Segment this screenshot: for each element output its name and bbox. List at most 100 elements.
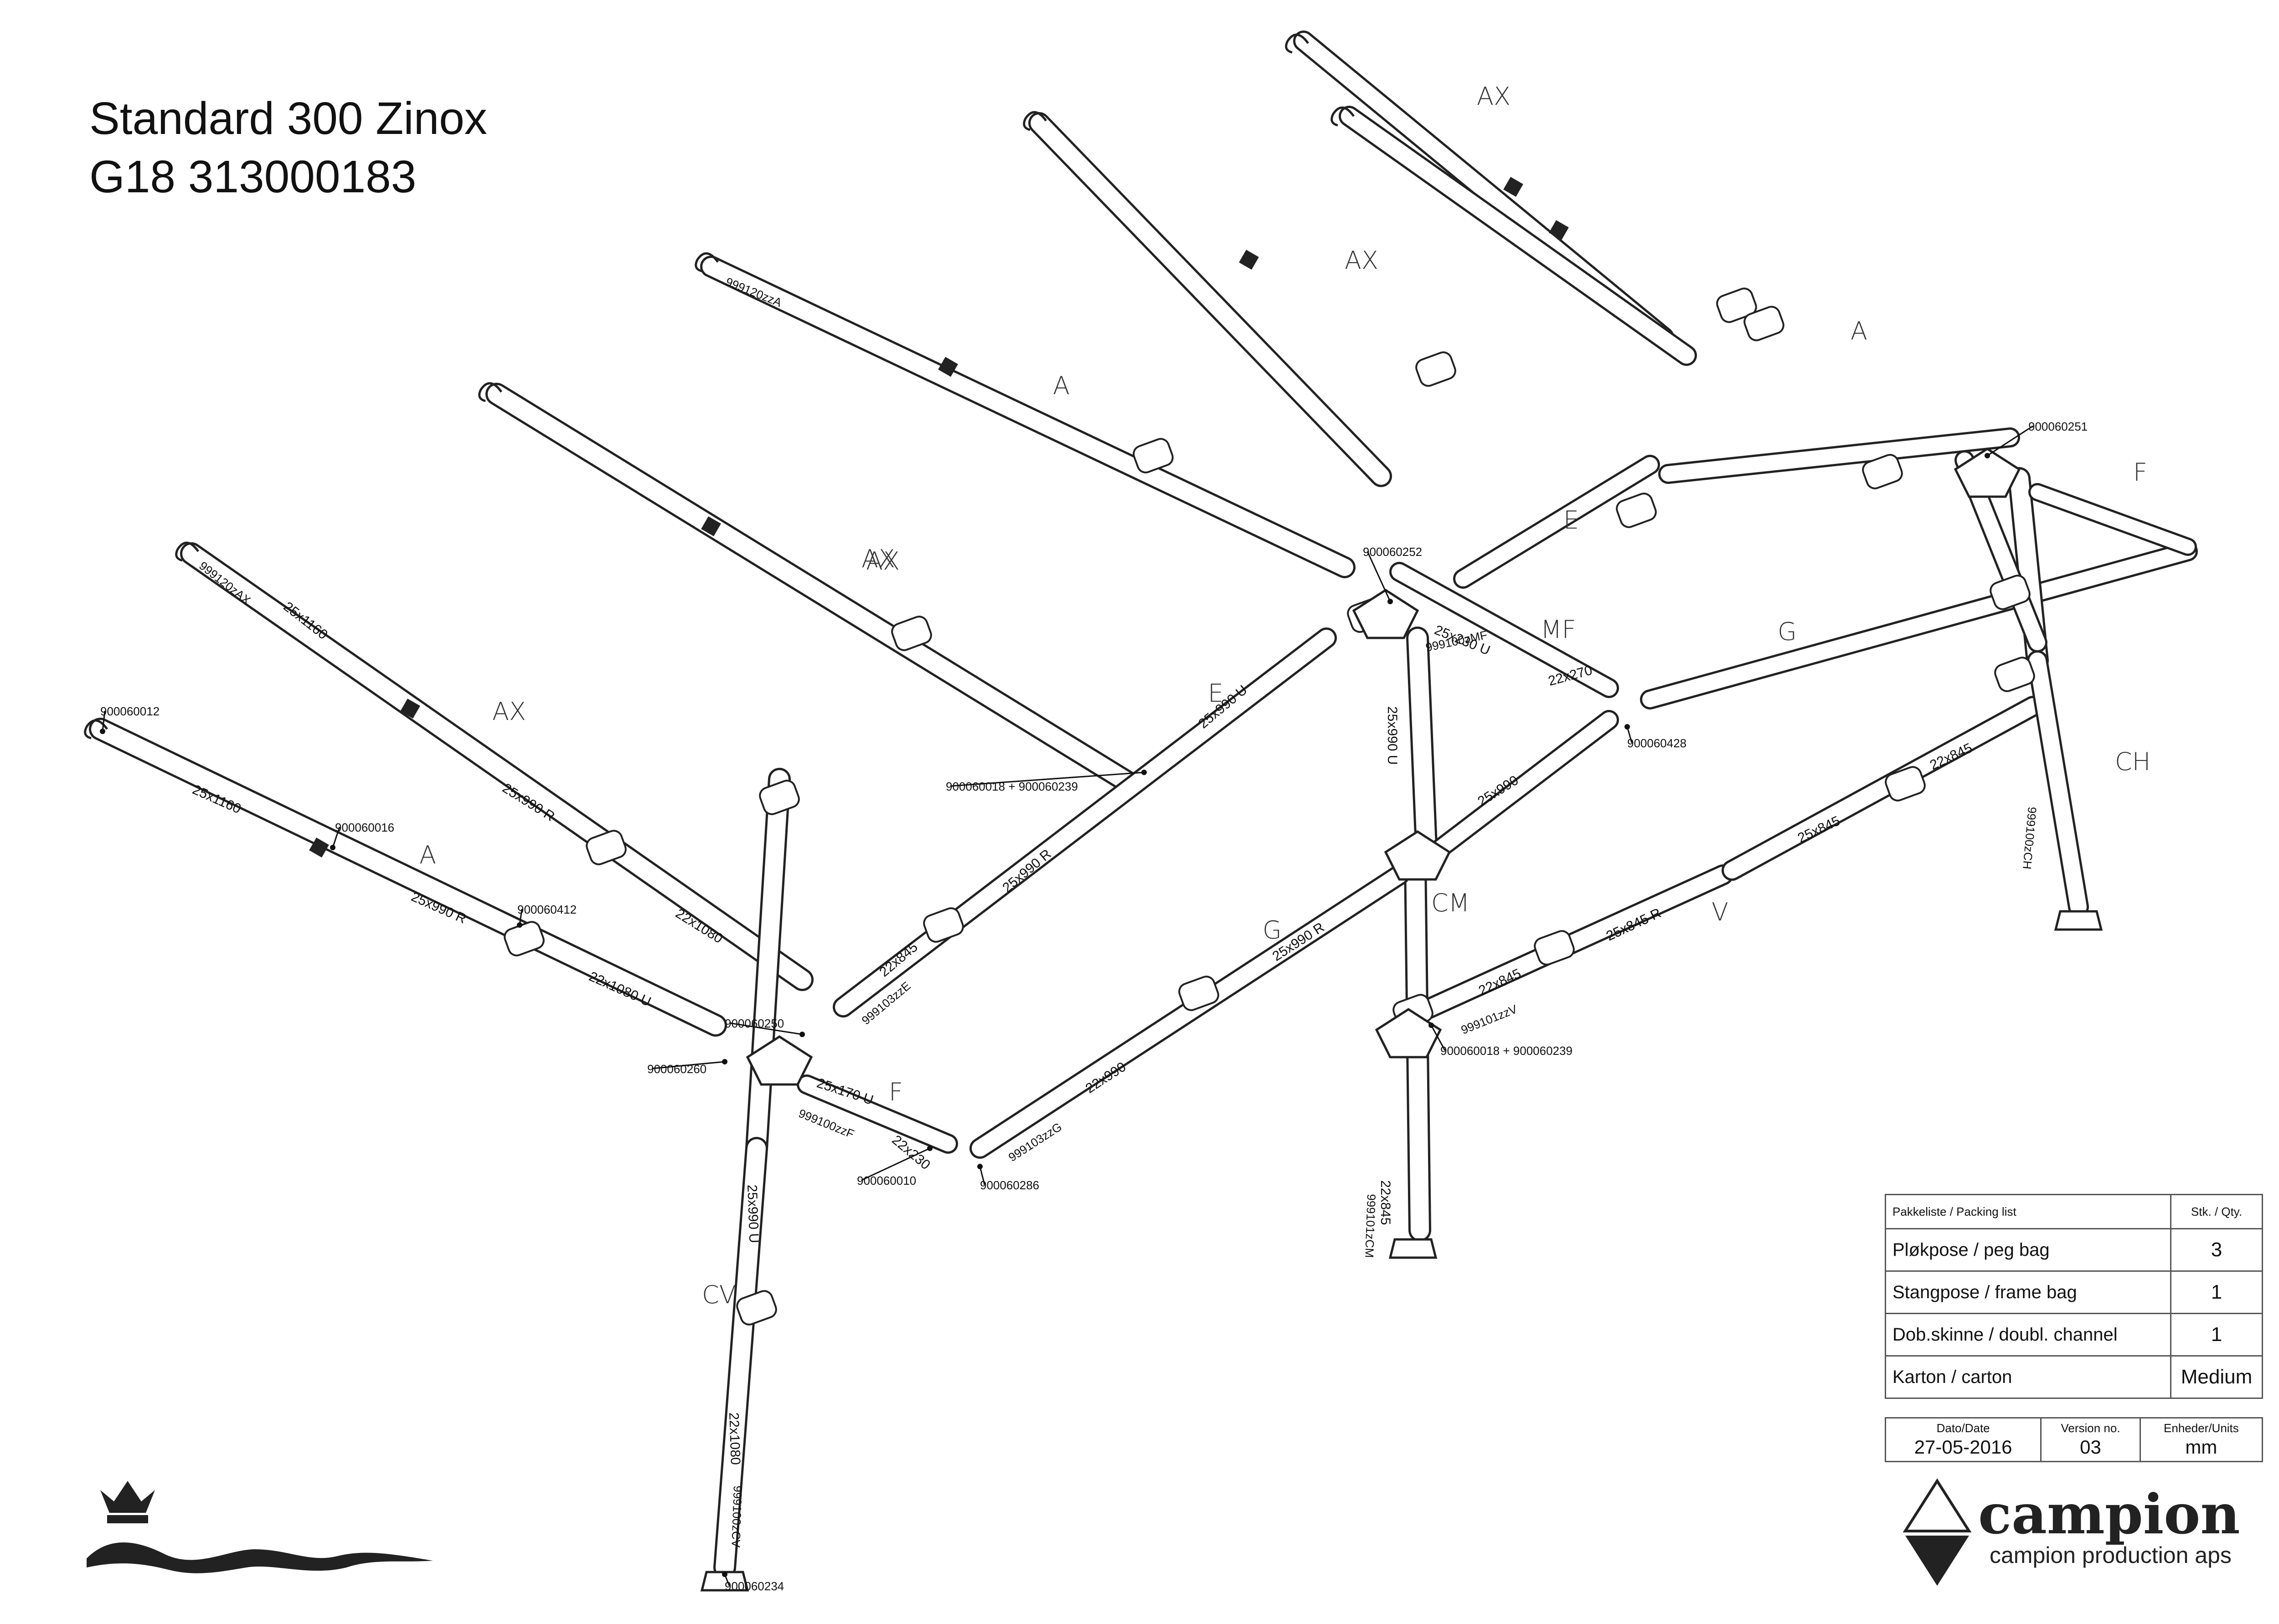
- clamp-icon: [1716, 288, 1757, 323]
- part-number-label: 900060252: [1363, 545, 1422, 559]
- part-number-label: 900060010: [857, 1174, 916, 1187]
- triangle-down-icon: [1905, 1536, 1969, 1586]
- leader-dot: [100, 729, 105, 734]
- clamp-icon: [1885, 766, 1926, 802]
- packing-qty: 3: [2170, 1228, 2263, 1272]
- isabella-logo: [87, 1481, 433, 1573]
- hook-icon: [695, 252, 719, 272]
- date-cell: Dato/Date 27-05-2016: [1884, 1417, 2042, 1462]
- leader-dot: [1141, 770, 1147, 775]
- pole-letter-label: AX: [866, 547, 900, 576]
- pole-fill: [799, 1077, 956, 1151]
- pole-fill: [1410, 712, 1617, 874]
- campion-logo: campion campion production aps: [1903, 1478, 2240, 1586]
- table-row: Pløkpose / peg bag 3: [1885, 1228, 2263, 1272]
- drawing-title: Standard 300 Zinox G18 313000183: [89, 89, 487, 206]
- leader-line: [1366, 551, 1391, 602]
- version-cell: Version no. 03: [2040, 1417, 2141, 1462]
- pole-letter-label: E: [1208, 679, 1223, 708]
- pole-letter-label: CV: [702, 1280, 736, 1309]
- pole-fill: [1455, 457, 1658, 586]
- pole-fill: [1642, 544, 2196, 707]
- pole-letter-label: AX: [861, 545, 895, 573]
- foot-plate-icon: [700, 1571, 749, 1592]
- pole-letter-label: V: [1712, 898, 1728, 926]
- units-label: Enheder/Units: [2164, 1421, 2239, 1435]
- part-number-label: 900060018 + 900060239: [1440, 1044, 1573, 1058]
- units-cell: Enheder/Units mm: [2139, 1417, 2264, 1462]
- leader-line: [1430, 1025, 1446, 1051]
- leader-line: [861, 1147, 930, 1181]
- pole-fill: [182, 545, 811, 989]
- pole-letter-label: F: [2133, 458, 2147, 487]
- leader-dot: [977, 1164, 983, 1169]
- hook-icon: [1330, 106, 1355, 127]
- table-row: Karton / carton Medium: [1885, 1355, 2263, 1399]
- spring-icon: [1503, 177, 1523, 197]
- table-row: Dob.skinne / doubl. channel 1: [1885, 1313, 2263, 1357]
- leader-dot: [1428, 1023, 1434, 1028]
- campion-tagline: campion production aps: [1990, 1542, 2232, 1568]
- connector-icon: [1384, 830, 1451, 881]
- foot-plate-icon: [2054, 910, 2103, 931]
- leader-dot: [1387, 599, 1393, 604]
- pole-fill: [835, 630, 1335, 1015]
- version-value: 03: [2080, 1436, 2101, 1458]
- leader-dot: [927, 1146, 933, 1151]
- date-value: 27-05-2016: [1914, 1436, 2012, 1458]
- leader-line: [979, 1166, 985, 1185]
- packing-item: Dob.skinne / doubl. channel: [1885, 1313, 2171, 1357]
- pole-letter-label: A: [1053, 371, 1070, 400]
- packing-header-item: Pakkeliste / Packing list: [1885, 1194, 2171, 1229]
- pole-fill: [1408, 629, 1436, 866]
- leader-dot: [517, 922, 522, 928]
- revision-table: Dato/Date 27-05-2016 Version no. 03 Enhe…: [1884, 1417, 2264, 1462]
- part-number-label: 900060016: [335, 821, 394, 834]
- clamp-icon: [1534, 930, 1575, 966]
- packing-qty: 1: [2170, 1313, 2263, 1357]
- pole-fill: [1392, 564, 1617, 696]
- pole-letter-label: AX: [1345, 246, 1378, 275]
- pole-letter-label: MF: [1541, 615, 1576, 644]
- part-number-label: 900060018 + 900060239: [946, 780, 1078, 793]
- crown-icon: [100, 1481, 155, 1513]
- clamp-icon: [586, 830, 627, 865]
- leader-line: [950, 771, 1145, 787]
- pole-fill: [748, 770, 789, 1157]
- leader-line: [729, 1022, 803, 1035]
- part-number-label: 900060286: [980, 1178, 1039, 1192]
- clamp-icon: [891, 616, 932, 651]
- leader-dot: [1985, 453, 1990, 458]
- dimension-label: 22x1080: [726, 1412, 743, 1465]
- triangle-up-icon: [1903, 1478, 1972, 1532]
- pole-letter-label: AX: [492, 697, 526, 726]
- dimension-label: 25x990 U: [1385, 706, 1400, 765]
- connector-icon: [1375, 1008, 1442, 1059]
- foot-plate-icon: [1388, 1238, 1438, 1259]
- part-code-label: 999101zzV: [1459, 1002, 1519, 1037]
- spring-icon: [1549, 220, 1569, 240]
- pole-letter-label: A: [419, 841, 436, 869]
- pole-fill: [1660, 430, 2018, 482]
- title-line-2: G18 313000183: [89, 151, 417, 202]
- leader-line: [1987, 425, 2033, 457]
- dimension-label: 25x990 U: [744, 1184, 761, 1244]
- hook-icon: [84, 719, 108, 740]
- pole-letter-label: CH: [2115, 747, 2150, 776]
- part-number-label: 900060234: [725, 1579, 784, 1593]
- clamp-icon: [1743, 306, 1784, 341]
- hook-icon: [1285, 33, 1310, 54]
- spring-icon: [701, 516, 721, 536]
- packing-qty: 1: [2170, 1270, 2263, 1314]
- clamp-icon: [1994, 657, 2035, 692]
- pole-letter-label: G: [1263, 916, 1282, 945]
- pole-letter-label: E: [1563, 506, 1579, 534]
- leader-dot: [330, 845, 335, 850]
- spring-icon: [938, 357, 958, 377]
- spring-icon: [309, 838, 329, 858]
- units-value: mm: [2185, 1436, 2217, 1458]
- packing-qty: Medium: [2170, 1355, 2263, 1399]
- part-number-label: 900060251: [2028, 420, 2088, 433]
- pole-fill: [1031, 114, 1390, 485]
